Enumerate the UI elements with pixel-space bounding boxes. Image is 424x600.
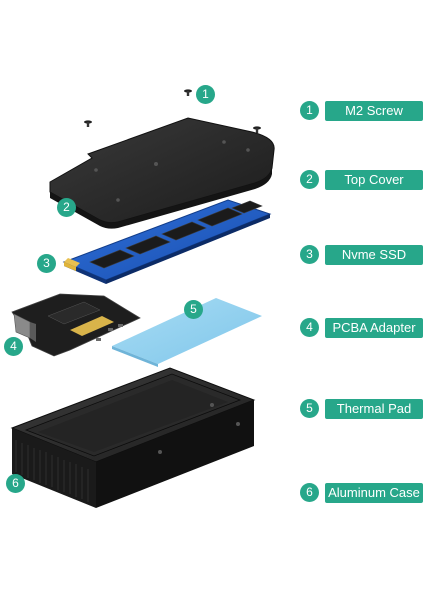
m2-screw	[184, 89, 192, 96]
legend-label: Thermal Pad	[325, 399, 423, 419]
legend-badge: 1	[300, 101, 319, 120]
thermal-pad-part	[112, 298, 262, 367]
diagram-badge-3: 3	[37, 254, 56, 273]
diagram-badge-1: 1	[196, 85, 215, 104]
diagram-badge-4: 4	[4, 337, 23, 356]
legend-label: PCBA Adapter	[325, 318, 423, 338]
nvme-ssd-part	[62, 199, 272, 284]
legend-badge: 3	[300, 245, 319, 264]
legend-label: Aluminum Case	[325, 483, 423, 503]
legend-badge: 2	[300, 170, 319, 189]
m2-screw	[84, 120, 92, 127]
legend-label: Nvme SSD	[325, 245, 423, 265]
aluminum-case-part	[10, 367, 256, 508]
diagram-badge-2: 2	[57, 198, 76, 217]
legend-label: Top Cover	[325, 170, 423, 190]
legend-badge: 6	[300, 483, 319, 502]
pcba-adapter-part	[11, 293, 141, 357]
diagram-badge-5: 5	[184, 300, 203, 319]
diagram-badge-6: 6	[6, 474, 25, 493]
m2-screws	[84, 89, 261, 133]
m2-screw	[253, 126, 261, 133]
legend-badge: 5	[300, 399, 319, 418]
top-cover-part	[49, 117, 275, 229]
legend-badge: 4	[300, 318, 319, 337]
legend-label: M2 Screw	[325, 101, 423, 121]
